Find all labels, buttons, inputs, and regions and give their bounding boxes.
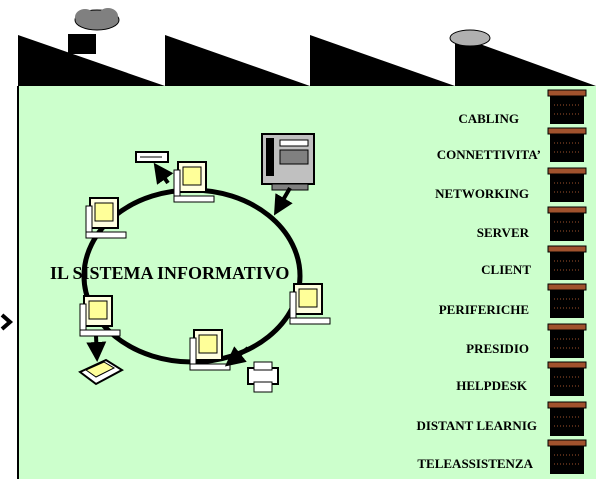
roof-tank-icon (449, 29, 491, 47)
service-label-distant-learnig: DISTANT LEARNIG (416, 418, 537, 433)
cabinet-icon (547, 401, 587, 436)
service-label-connettivita: CONNETTIVITA’ (436, 147, 541, 162)
factory-roof-icon (18, 34, 596, 86)
computer-icon (189, 329, 231, 371)
computer-icon (85, 197, 127, 239)
cabinet-icon (547, 167, 587, 202)
cabinet-icon (547, 439, 587, 474)
service-label-presidio: PRESIDIO (466, 341, 529, 356)
cabinet-icon (547, 206, 587, 241)
cabinet-icon (547, 127, 587, 162)
server-arrow (273, 186, 293, 216)
cabinet-icon (547, 283, 587, 318)
cabinet-icon (547, 361, 587, 396)
computer-icon (173, 161, 215, 203)
cabinet-icon (547, 89, 587, 124)
service-label-periferiche: PERIFERICHE (438, 302, 529, 317)
smoke-icon (74, 8, 120, 31)
modem-icon (135, 151, 169, 163)
server-rack-icon (261, 133, 315, 191)
service-label-server: SERVER (476, 225, 529, 240)
printer-arrow (224, 346, 250, 367)
service-label-helpdesk: HELPDESK (456, 378, 527, 393)
chevron-right-icon (0, 313, 14, 331)
chimney-icon (68, 34, 96, 54)
service-label-networking: NETWORKING (435, 186, 529, 201)
cabinet-stack (547, 89, 587, 474)
computer-icon (289, 283, 331, 325)
scanner-arrow (86, 335, 107, 362)
service-label-teleassistenza: TELEASSISTENZA (417, 456, 533, 471)
scanner-icon (78, 358, 124, 386)
service-label-cabling: CABLING (458, 111, 519, 126)
cabinet-icon (547, 245, 587, 280)
system-title: IL SISTEMA INFORMATIVO (50, 263, 290, 283)
printer-icon (247, 361, 279, 393)
modem-arrow (153, 162, 174, 185)
cabinet-icon (547, 323, 587, 358)
service-label-client: CLIENT (481, 262, 531, 277)
computer-icon (79, 295, 121, 337)
